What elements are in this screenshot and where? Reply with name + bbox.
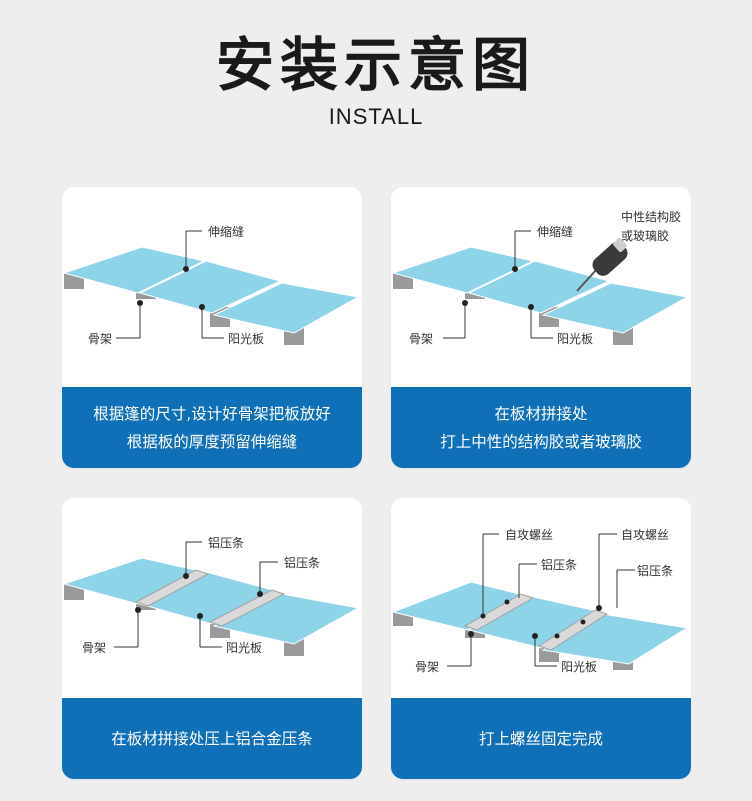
label-frame: 骨架 [415, 660, 439, 674]
label-strip: 铝压条 [208, 535, 244, 550]
label-panel: 阳光板 [226, 641, 262, 655]
aluminum-strip [208, 589, 286, 627]
step-card-3: 铝压条 铝压条 骨架 阳光板 在板材拼接处压上铝合金压条 [62, 498, 362, 779]
label-strip: 铝压条 [284, 555, 320, 570]
label-frame: 骨架 [82, 641, 106, 655]
step-caption-4: 打上螺丝固定完成 [391, 698, 691, 779]
step-card-4: 自攻螺丝 自攻螺丝 铝压条 铝压条 骨架 阳光板 打上螺丝固定完成 [391, 498, 691, 779]
install-illustration-4: 自攻螺丝 自攻螺丝 铝压条 铝压条 骨架 阳光板 [391, 528, 689, 674]
glue-gun-icon [576, 238, 628, 292]
label-screw: 自攻螺丝 [621, 528, 669, 542]
label-gap: 伸缩缝 [208, 224, 244, 239]
label-panel: 阳光板 [228, 332, 264, 346]
step-caption-1: 根据篷的尺寸,设计好骨架把板放好 根据板的厚度预留伸缩缝 [62, 387, 362, 468]
label-screw: 自攻螺丝 [505, 528, 553, 542]
label-frame: 骨架 [88, 332, 112, 346]
aluminum-strip [537, 609, 609, 651]
step-caption-3: 在板材拼接处压上铝合金压条 [62, 698, 362, 779]
install-illustration-2: 伸缩缝 中性结构胶 或玻璃胶 骨架 阳光板 [391, 209, 689, 346]
caption-line: 打上螺丝固定完成 [478, 729, 603, 748]
label-glue-line1: 中性结构胶 [621, 209, 681, 224]
label-frame: 骨架 [409, 332, 433, 346]
screw-icon [580, 619, 586, 625]
screw-icon [554, 633, 560, 639]
screw-icon [480, 613, 486, 619]
caption-line: 在板材拼接处压上铝合金压条 [111, 729, 313, 748]
caption-line: 根据板的厚度预留伸缩缝 [126, 432, 298, 451]
aluminum-strip [463, 593, 535, 631]
step-caption-2: 在板材拼接处 打上中性的结构胶或者玻璃胶 [391, 387, 691, 468]
install-illustration-3: 铝压条 铝压条 骨架 阳光板 [62, 535, 360, 656]
label-glue-line2: 或玻璃胶 [621, 228, 669, 243]
page-title: 安装示意图 [215, 31, 536, 99]
label-strip: 铝压条 [637, 563, 673, 578]
screw-icon [504, 599, 510, 605]
aluminum-strip [134, 569, 210, 607]
label-gap: 伸缩缝 [537, 224, 573, 239]
label-strip: 铝压条 [541, 557, 577, 572]
caption-line: 打上中性的结构胶或者玻璃胶 [440, 432, 642, 451]
caption-line: 根据篷的尺寸,设计好骨架把板放好 [93, 404, 331, 423]
label-panel: 阳光板 [561, 660, 597, 674]
step-card-1: 伸缩缝 骨架 阳光板 根据篷的尺寸,设计好骨架把板放好 根据板的厚度预留伸缩缝 [62, 187, 362, 468]
step-card-2: 伸缩缝 中性结构胶 或玻璃胶 骨架 阳光板 在板材拼接处 打上中性的结构胶或者玻… [391, 187, 691, 468]
label-panel: 阳光板 [557, 332, 593, 346]
install-illustration-1: 伸缩缝 骨架 阳光板 [62, 224, 360, 346]
page-subtitle: INSTALL [328, 104, 424, 129]
caption-line: 在板材拼接处 [494, 404, 588, 423]
